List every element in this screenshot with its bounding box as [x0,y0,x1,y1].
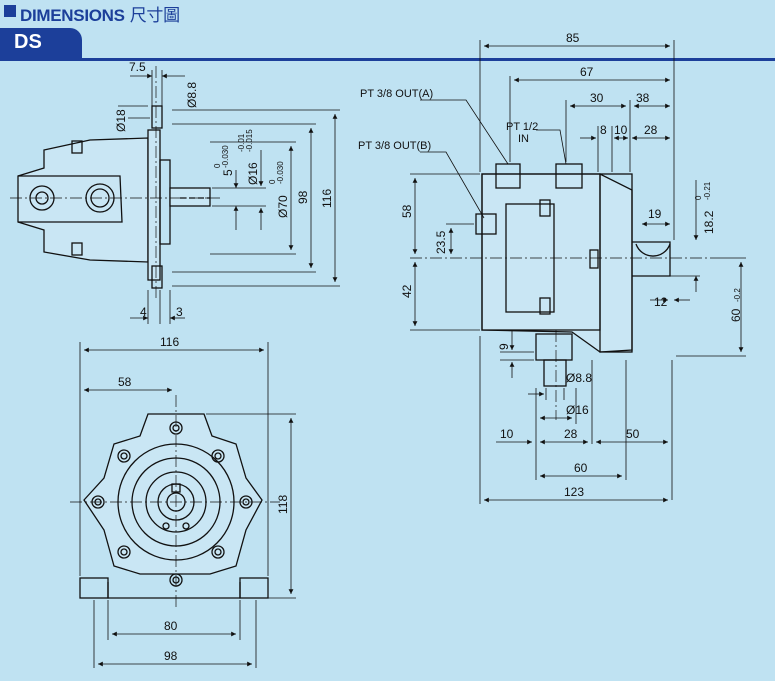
dim-18: Ø18 [114,109,128,132]
rdim-50: 50 [626,427,640,441]
tab-underline [0,58,775,61]
rdim-18-2-tol-bot: -0.21 [703,181,712,200]
dim-70: Ø70 [276,195,290,218]
rdim-67: 67 [580,65,594,79]
rdim-8: 8 [600,123,607,137]
front-view [70,395,280,610]
rdim-19: 19 [648,207,662,221]
rdim-38: 38 [636,91,650,105]
right-view [410,163,720,420]
right-view-dimensions [410,40,746,504]
dim-7-5: 7.5 [129,60,146,74]
side-view [10,66,220,300]
rdim-23-5: 23.5 [434,230,448,254]
rdim-9: 9 [497,343,511,350]
header-square-icon [4,5,16,17]
dim-3: 3 [176,305,183,319]
rdim-60b: 60 [574,461,588,475]
label-in-1: PT 1/2 [506,121,538,133]
rdim-10: 10 [614,123,628,137]
dim-98: 98 [296,190,310,204]
dim-5-tol-top: 0 [213,163,222,168]
front-dim-116: 116 [160,335,179,349]
front-dim-118: 118 [276,495,290,514]
dim-70-tol-top: 0 [268,179,277,184]
label-out-a: PT 3/8 OUT(A) [360,88,433,100]
header-title-text: DIMENSIONS [20,6,125,25]
front-dim-98: 98 [164,649,178,663]
rdim-12: 12 [654,295,668,309]
dim-8-8: Ø8.8 [185,82,199,108]
dim-5-tol-bot: -0.030 [221,145,230,168]
rdim-30: 30 [590,91,604,105]
model-tab: DS [0,28,82,60]
rdim-8-8: Ø8.8 [566,371,592,385]
label-in-2: IN [518,133,529,145]
rdim-58: 58 [400,204,414,218]
rdim-60: 60 [729,308,743,322]
label-out-b: PT 3/8 OUT(B) [358,140,431,152]
dim-116: 116 [320,189,334,208]
rdim-85: 85 [566,31,580,45]
rdim-10b: 10 [500,427,514,441]
dim-70-tol-bot: -0.030 [276,161,285,184]
front-dim-80: 80 [164,619,178,633]
rdim-42: 42 [400,284,414,298]
rdim-60-tol: -0.2 [733,288,742,302]
front-dim-58: 58 [118,375,132,389]
rdim-16: Ø16 [566,403,589,417]
front-view-dimensions [79,342,296,668]
dim-16-tol-top: -0.01 [237,133,246,152]
dim-4: 4 [140,305,147,319]
side-view-dimensions [118,70,340,324]
dim-16-tol-bot: -0.015 [245,129,254,152]
header-title-cn: 尺寸圖 [129,6,180,25]
rdim-18-2-tol-top: 0 [694,195,703,200]
rdim-28b: 28 [564,427,578,441]
dim-16: Ø16 [246,162,260,185]
rdim-18-2: 18.2 [702,210,716,234]
rdim-28: 28 [644,123,658,137]
dim-5: 5 [221,169,235,176]
rdim-123: 123 [564,485,584,499]
model-tab-label: DS [14,31,42,53]
